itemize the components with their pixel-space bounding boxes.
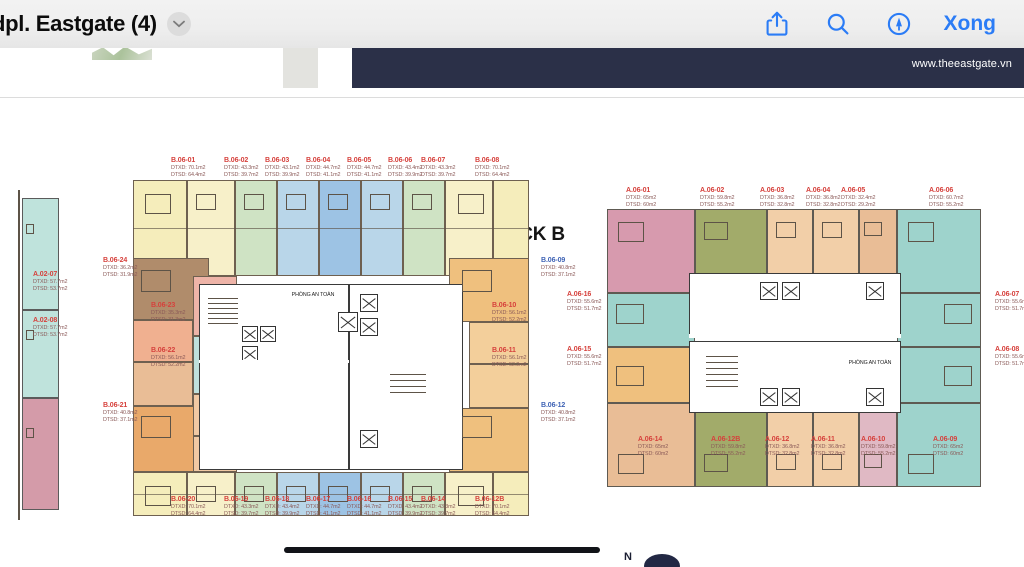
page-edge: [0, 88, 1024, 98]
unit-label: B.06-14 DTXD: 43.3m2 DTSD: 39.7m2: [421, 496, 456, 518]
app-toolbar: dpl. Eastgate (4) Xong: [0, 0, 1024, 48]
unit-label: B.06-01 DTXD: 70.1m2 DTSD: 64.4m2: [171, 157, 206, 179]
chevron-down-icon[interactable]: [166, 12, 191, 36]
page-preview-strip: www.theeastgate.vn: [0, 48, 1024, 98]
search-icon[interactable]: [822, 8, 854, 40]
unit-label: B.06-23 DTXD: 35.3m2 DTSD: 31.3m2: [151, 302, 186, 324]
unit-label: B.06-17 DTXD: 44.7m2 DTSD: 41.1m2: [306, 496, 341, 518]
unit-label: A.02-08 DTXD: 57.7m2 DTSD: 53.7m2: [33, 317, 68, 339]
compass-disc-bottom: [644, 554, 680, 567]
unit-label: B.06-19 DTXD: 43.3m2 DTSD: 39.7m2: [224, 496, 259, 518]
unit-label: A.06-12 DTXD: 36.8m2 DTSD: 32.8m2: [765, 436, 800, 458]
unit-label: A.02-07 DTXD: 57.7m2 DTSD: 53.7m2: [33, 271, 68, 293]
unit-label: A.06-02 DTXD: 59.8m2 DTSD: 55.2m2: [700, 187, 735, 209]
unit-label: B.06-18 DTXD: 43.4m2 DTSD: 39.9m2: [265, 496, 300, 518]
unit-label: A.06-05 DTXD: 32.4m2 DTSD: 29.2m2: [841, 187, 876, 209]
safety-room-label-b: PHÒNG AN TOÀN: [291, 292, 335, 298]
preview-dark-band: www.theeastgate.vn: [352, 48, 1024, 88]
unit-label: B.06-07 DTXD: 43.3m2 DTSD: 39.7m2: [421, 157, 456, 179]
preview-thumbnail-artifact: [92, 48, 152, 60]
unit-label: A.06-04 DTXD: 36.8m2 DTSD: 32.8m2: [806, 187, 841, 209]
unit-label: A.06-03 DTXD: 36.8m2 DTSD: 32.8m2: [760, 187, 795, 209]
share-icon[interactable]: [761, 8, 793, 40]
preview-grey-panel: [283, 48, 318, 88]
document-title: dpl. Eastgate (4): [0, 11, 157, 36]
unit-label: A.06-07 DTXD: 55.6m2 DTSD: 51.7m2: [995, 291, 1024, 313]
unit-label: B.06-04 DTXD: 44.7m2 DTSD: 41.1m2: [306, 157, 341, 179]
unit-label: A.06-14 DTXD: 65m2 DTSD: 60m2: [638, 436, 669, 458]
unit-label: B.06-12B DTXD: 70.1m2 DTSD: 64.4m2: [475, 496, 510, 518]
site-url: www.theeastgate.vn: [911, 58, 1012, 70]
unit-label: A.06-10 DTXD: 59.8m2 DTSD: 55.2m2: [861, 436, 896, 458]
unit-label: A.06-09 DTXD: 65m2 DTSD: 60m2: [933, 436, 964, 458]
unit-label: B.06-10 DTXD: 56.1m2 DTSD: 52.2m2: [492, 302, 527, 324]
unit-label: B.06-15 DTXD: 43.4m2 DTSD: 39.9m2: [388, 496, 423, 518]
compass-north-label-bottom: N: [624, 551, 632, 563]
unit-label: A.06-12B DTXD: 59.8m2 DTSD: 55.2m2: [711, 436, 746, 458]
unit-label: B.06-24 DTXD: 36.2m2 DTSD: 31.9m2: [103, 257, 138, 279]
toolbar-actions: Xong: [761, 8, 1024, 40]
unit-label: A.06-11 DTXD: 36.8m2 DTSD: 32.8m2: [811, 436, 846, 458]
unit-label: A.06-01 DTXD: 65m2 DTSD: 60m2: [626, 187, 657, 209]
unit-label: B.06-21 DTXD: 40.8m2 DTSD: 37.1m2: [103, 402, 138, 424]
safety-room-label-a: PHÒNG AN TOÀN: [848, 360, 892, 366]
unit-label: A.06-06 DTXD: 60.7m2 DTSD: 55.2m2: [929, 187, 964, 209]
floorplan-canvas[interactable]: MẶT BẰNG TẦNG 6 -10 ĐIỂN HÌNH BLOCK B BL…: [0, 98, 1024, 538]
unit-label: B.06-12 DTXD: 40.8m2 DTSD: 37.1m2: [541, 402, 576, 424]
unit-label: B.06-22 DTXD: 56.1m2 DTSD: 52.2m2: [151, 347, 186, 369]
unit-label: A.06-15 DTXD: 55.6m2 DTSD: 51.7m2: [567, 346, 602, 368]
unit-label: B.06-08 DTXD: 70.1m2 DTSD: 64.4m2: [475, 157, 510, 179]
unit-label: B.06-06 DTXD: 43.4m2 DTSD: 39.9m2: [388, 157, 423, 179]
unit-label: B.06-09 DTXD: 40.8m2 DTSD: 37.1m2: [541, 257, 576, 279]
home-indicator: [284, 547, 600, 553]
unit-label: B.06-20 DTXD: 70.1m2 DTSD: 64.4m2: [171, 496, 206, 518]
unit-label: B.06-05 DTXD: 44.7m2 DTSD: 41.1m2: [347, 157, 382, 179]
unit-label: A.06-08 DTXD: 55.6m2 DTSD: 51.7m2: [995, 346, 1024, 368]
unit-label: B.06-03 DTXD: 43.1m2 DTSD: 39.9m2: [265, 157, 300, 179]
done-button[interactable]: Xong: [943, 12, 997, 35]
unit-label: B.06-02 DTXD: 43.3m2 DTSD: 39.7m2: [224, 157, 259, 179]
unit-label: A.06-16 DTXD: 55.6m2 DTSD: 51.7m2: [567, 291, 602, 313]
unit-label: B.06-11 DTXD: 56.1m2 DTSD: 52.2m2: [492, 347, 527, 369]
unit-label: B.06-16 DTXD: 44.7m2 DTSD: 41.1m2: [347, 496, 382, 518]
markup-icon[interactable]: [883, 8, 915, 40]
